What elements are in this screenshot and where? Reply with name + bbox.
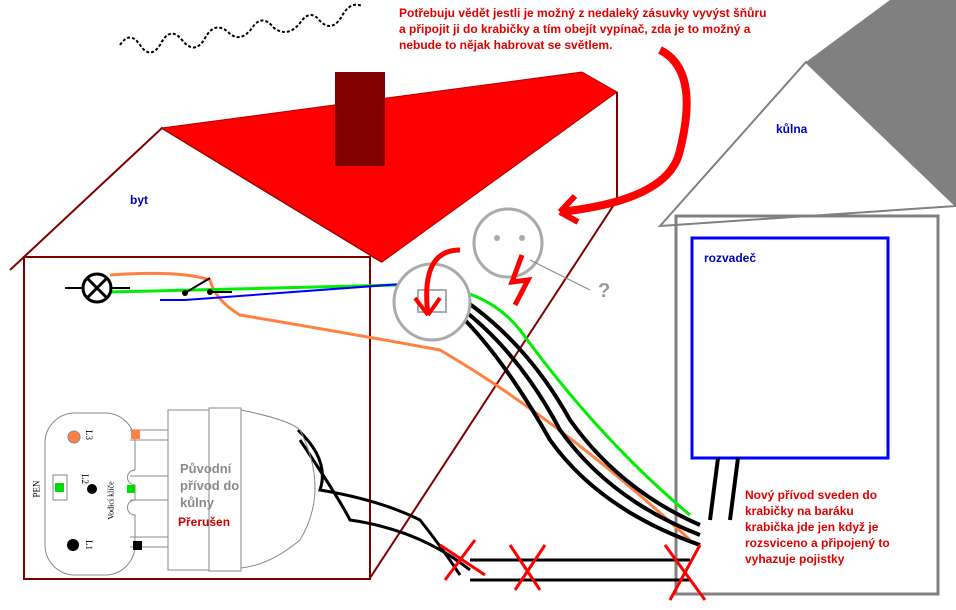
light-switch-icon	[182, 277, 232, 296]
question-note-line: Potřebuju vědět jestli je možný z nedale…	[399, 6, 767, 20]
question-note: Potřebuju vědět jestli je možný z nedale…	[399, 5, 766, 53]
question-note-line: a připojit ji do krabičky a tím obejít v…	[399, 22, 751, 36]
confused-face-icon	[472, 207, 591, 291]
house-roof	[160, 71, 618, 263]
plug-text-line: Původní	[180, 461, 232, 476]
chimney	[335, 72, 385, 166]
pin-l2-label: L2	[80, 474, 90, 484]
smoke	[119, 3, 363, 54]
note-line: krabička jde jen když je	[745, 520, 879, 534]
question-note-line: nebude to nějak habrovat se světlem.	[399, 38, 613, 52]
plug-text-line: kůlny	[180, 495, 214, 510]
socket-icon	[392, 262, 472, 342]
new-supply-note: Nový přívod sveden do krabičky na baráku…	[745, 487, 890, 567]
shed-label: kůlna	[776, 122, 808, 136]
question-mark: ?	[598, 280, 611, 302]
lightning-icon	[508, 254, 533, 307]
pin-pen-label: PEN	[31, 480, 42, 498]
house-label: byt	[130, 193, 148, 207]
plug-status: Přerušen	[178, 515, 231, 529]
arrow-down-icon	[424, 247, 461, 316]
note-line: krabičky na baráku	[745, 504, 854, 518]
plug-socket-drawing	[44, 407, 316, 576]
shed-roof-side	[806, 0, 956, 206]
cut-marks	[439, 539, 707, 601]
plug-description: Původní přívod do kůlny	[180, 460, 239, 511]
note-line: vyhazuje pojistky	[745, 552, 845, 566]
arrow-curve-icon	[559, 46, 691, 216]
distribution-panel	[690, 236, 890, 460]
keys-label: Vodicí klíče	[106, 481, 116, 520]
house-wall	[23, 256, 371, 580]
plug-text-line: přívod do	[180, 478, 240, 493]
pin-l3-label: L3	[84, 430, 94, 440]
panel-label: rozvadeč	[704, 251, 757, 265]
shed-wall	[674, 214, 940, 596]
note-line: Nový přívod sveden do	[745, 488, 878, 502]
note-line: rozsviceno a připojený to	[745, 536, 890, 550]
light-bulb-icon	[65, 272, 130, 304]
pin-l1-label: L1	[84, 540, 94, 550]
